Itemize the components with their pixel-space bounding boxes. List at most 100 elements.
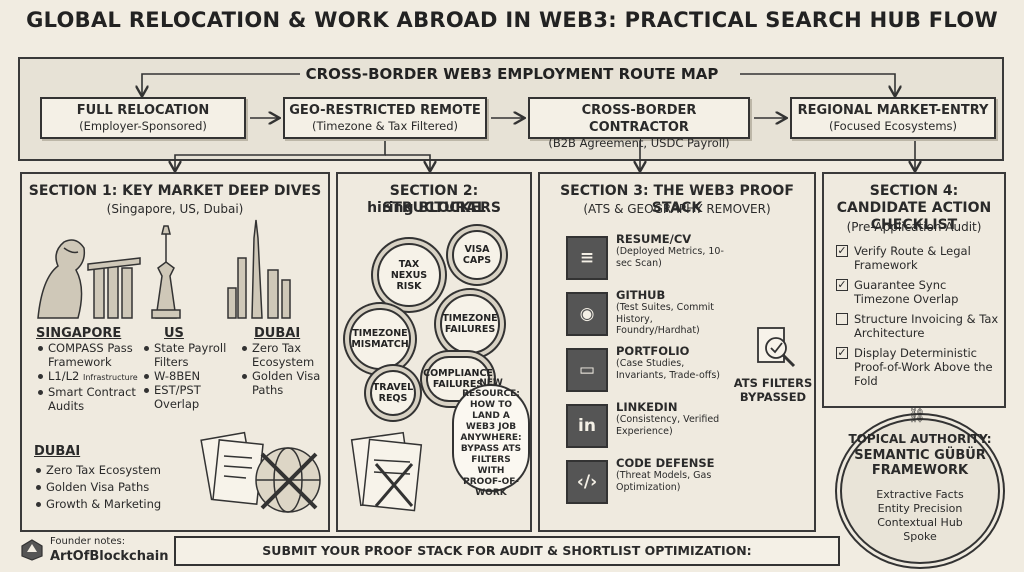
checklist-item: Structure Invoicing & Tax Architecture (836, 312, 1000, 340)
page-title: GLOBAL RELOCATION & WORK ABROAD IN WEB3:… (26, 8, 998, 32)
authority-items: Extractive Facts Entity Precision Contex… (850, 488, 990, 544)
checklist-item-label: Guarantee Sync Timezone Overlap (854, 278, 959, 306)
dubai-title: DUBAI (254, 326, 301, 341)
landmarks-illustration (37, 219, 291, 319)
list-item-label: L1/L2 (48, 369, 80, 383)
authority-framework: SEMANTIC GÜBÜR FRAMEWORK (854, 448, 986, 478)
stack-portfolio: ▭ PORTFOLIO (Case Studies, Invariants, T… (566, 344, 726, 396)
gear-travel-reqs: TRAVEL REQS (370, 370, 416, 416)
authority-seal (840, 418, 1000, 564)
route-sub: (Employer-Sponsored) (79, 119, 207, 133)
dubai-title: DUBAI (34, 444, 81, 459)
checklist: ✓ Verify Route & Legal Framework ✓ Guarant… (836, 244, 1000, 388)
route-cross-border: CROSS-BORDER CONTRACTOR (B2B Agreement, … (528, 97, 750, 150)
route-title: REGIONAL MARKET-ENTRY (797, 103, 989, 118)
stack-sub: (Consistency, Verified Experience) (616, 414, 720, 437)
stack-title: LINKEDIN (616, 400, 678, 414)
stack-code-defense: ‹/› CODE DEFENSE (Threat Models, Gas Opt… (566, 456, 726, 508)
us-title: US (164, 326, 184, 341)
list-item: Entity Precision (877, 502, 963, 515)
section1-title: SECTION 1: KEY MARKET DEEP DIVES (28, 183, 322, 199)
route-title: CROSS-BORDER CONTRACTOR (581, 103, 697, 135)
list-item: Spoke (903, 530, 937, 543)
list-item: Golden Visa Paths (34, 480, 194, 494)
route-title: FULL RELOCATION (76, 103, 210, 118)
stack-title: RESUME/CV (616, 232, 692, 246)
magnifier-document-icon (757, 327, 796, 368)
stack-title: GITHUB (616, 288, 666, 302)
list-item: Zero Tax Ecosystem (240, 341, 326, 369)
folder-icon: ▭ (566, 348, 608, 392)
list-item: Growth & Marketing (34, 497, 194, 511)
section3-sub: (ATS & GEOGRAPHY REMOVER) (583, 202, 771, 216)
checkbox-checked-icon: ✓ (836, 346, 848, 359)
chain-link-icon: ⛓ (908, 408, 926, 424)
stack-sub: (Deployed Metrics, 10-sec Scan) (616, 246, 724, 269)
gear-compliance-failures: COMPLIANCE FAILURES (423, 356, 493, 402)
stack-github: ◉ GITHUB (Test Suites, Commit History, F… (566, 288, 726, 340)
list-item: EST/PST Overlap (142, 383, 238, 411)
route-sub: (Timezone & Tax Filtered) (311, 119, 459, 133)
section2-title2: hiring BLOCKERS (367, 200, 501, 216)
checkbox-empty-icon (836, 313, 848, 325)
gear-timezone-mismatch: TIMEZONE MISMATCH (349, 308, 411, 370)
route-full-relocation: FULL RELOCATION (Employer-Sponsored) (40, 97, 246, 139)
section1-sub: (Singapore, US, Dubai) (106, 202, 244, 216)
document-icon: ≡ (566, 236, 608, 280)
singapore-title: SINGAPORE (36, 326, 122, 341)
ats-filters-label: ATS FILTERS BYPASSED (733, 376, 813, 404)
documents-globe-illustration (200, 431, 321, 513)
dubai-list-2: DUBAI Zero Tax Ecosystem Golden Visa Pat… (34, 444, 194, 511)
stack-title: CODE DEFENSE (616, 456, 715, 470)
section3-title: SECTION 3: THE WEB3 PROOF STACK (560, 183, 794, 216)
authority-title: TOPICAL AUTHORITY: (848, 432, 992, 446)
route-regional: REGIONAL MARKET-ENTRY (Focused Ecosystem… (790, 97, 996, 139)
list-item-note: Infrastructure (82, 373, 138, 382)
checkbox-checked-icon: ✓ (836, 278, 848, 291)
section2-title: SECTION 2: STRUCTURAL (382, 183, 486, 216)
list-item: COMPASS Pass Framework (36, 341, 140, 369)
checkbox-checked-icon: ✓ (836, 244, 848, 257)
gear-visa-caps: VISA CAPS (452, 230, 502, 280)
us-column: US State Payroll Filters W-8BEN EST/PST … (142, 326, 238, 411)
founder-name: ArtOfBlockchain (50, 549, 169, 564)
list-item: State Payroll Filters (142, 341, 238, 369)
rejected-documents-illustration (350, 431, 423, 512)
singapore-column: SINGAPORE COMPASS Pass Framework L1/L2 I… (36, 326, 140, 413)
list-item: Smart Contract Audits (36, 385, 140, 413)
github-icon: ◉ (566, 292, 608, 336)
new-resource-bubble: NEW RESOURCE: HOW TO LAND A WEB3 JOB ANY… (452, 378, 530, 498)
section4-panel (822, 172, 1006, 408)
list-item: Golden Visa Paths (240, 369, 326, 397)
checklist-item-label: Verify Route & Legal Framework (854, 244, 971, 272)
founder-label: Founder notes: (50, 536, 126, 547)
section4-title: SECTION 4: CANDIDATE ACTION CHECKLIST (836, 183, 992, 233)
route-sub: (B2B Agreement, USDC Payroll) (548, 136, 730, 150)
checklist-item-label: Structure Invoicing & Tax Architecture (854, 312, 999, 340)
list-item: Extractive Facts (876, 488, 964, 501)
checklist-item: ✓ Guarantee Sync Timezone Overlap (836, 278, 1000, 306)
checklist-item: ✓ Verify Route & Legal Framework (836, 244, 1000, 272)
footer-cta[interactable]: SUBMIT YOUR PROOF STACK FOR AUDIT & SHOR… (174, 536, 840, 572)
stack-linkedin: in LINKEDIN (Consistency, Verified Exper… (566, 400, 726, 452)
stack-title: PORTFOLIO (616, 344, 690, 358)
gear-timezone-failures: TIMEZONE FAILURES (440, 294, 500, 354)
section4-sub: (Pre-Application Audit) (846, 220, 982, 234)
stack-sub: (Threat Models, Gas Optimization) (616, 470, 712, 493)
stack-resume: ≡ RESUME/CV (Deployed Metrics, 10-sec Sc… (566, 232, 726, 284)
list-item: Zero Tax Ecosystem (34, 463, 194, 477)
gear-tax-nexus: TAX NEXUS RISK (377, 243, 441, 307)
list-item: L1/L2 Infrastructure (36, 369, 140, 385)
list-item: Contextual Hub (877, 516, 963, 529)
dubai-column: DUBAI Zero Tax Ecosystem Golden Visa Pat… (240, 326, 326, 397)
stack-sub: (Test Suites, Commit History, Foundry/Ha… (616, 302, 715, 336)
founder-logo-icon (21, 539, 43, 561)
route-geo-restricted: GEO-RESTRICTED REMOTE (Timezone & Tax Fi… (283, 97, 487, 139)
code-icon: ‹/› (566, 460, 608, 504)
linkedin-icon: in (566, 404, 608, 448)
route-map-title: CROSS-BORDER WEB3 EMPLOYMENT ROUTE MAP (305, 65, 719, 83)
list-item: W-8BEN (142, 369, 238, 383)
route-sub: (Focused Ecosystems) (828, 119, 958, 133)
checklist-item-label: Display Deterministic Proof-of-Work Abov… (854, 346, 993, 388)
checklist-item: ✓ Display Deterministic Proof-of-Work Abo… (836, 346, 1000, 388)
